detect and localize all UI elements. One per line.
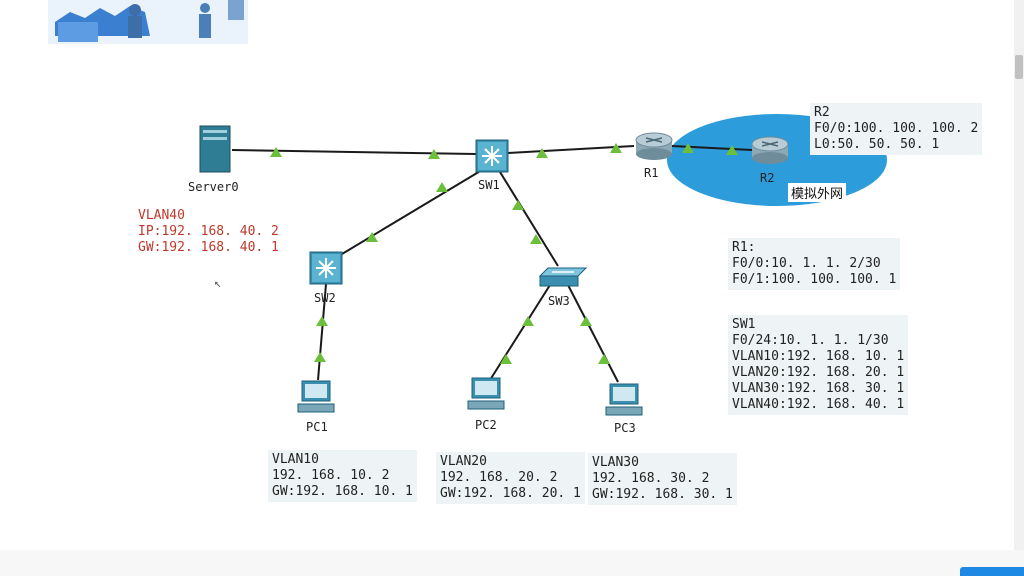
status-arrow (598, 354, 610, 364)
link-server0-sw1 (231, 149, 477, 155)
status-arrow (316, 316, 328, 326)
device-label-sw2: SW2 (314, 291, 336, 305)
link-sw3-pc2 (489, 284, 551, 381)
link-sw1-sw2 (341, 169, 483, 255)
cloud-label: 模拟外网 (788, 183, 847, 202)
multilayer-switch-icon[interactable] (475, 139, 509, 173)
status-arrow (530, 234, 542, 244)
status-arrow (500, 354, 512, 364)
status-arrow (314, 352, 326, 362)
pc-icon[interactable] (467, 377, 505, 410)
pc-icon[interactable] (605, 383, 643, 416)
vertical-scrollbar[interactable] (1014, 0, 1024, 550)
link-sw1-r1 (507, 145, 635, 154)
status-arrow (436, 182, 448, 192)
link-status-indicators (270, 143, 738, 364)
device-label-r1: R1 (644, 166, 659, 180)
status-arrow (270, 147, 282, 157)
status-arrow (512, 200, 524, 210)
status-arrow (536, 148, 548, 158)
link-sw1-sw3 (499, 171, 559, 267)
device-label-r2: R2 (760, 171, 775, 185)
status-arrow (522, 316, 534, 326)
bottom-bar (0, 550, 1024, 576)
device-label-pc1: PC1 (306, 420, 328, 434)
device-label-sw1: SW1 (478, 178, 500, 192)
status-arrow (726, 145, 738, 155)
status-arrow (366, 232, 378, 242)
device-label-pc3: PC3 (614, 421, 636, 435)
status-arrow (682, 143, 694, 153)
mouse-cursor-icon: ↖ (214, 276, 222, 290)
status-arrow (580, 316, 592, 326)
status-arrow (610, 143, 622, 153)
multilayer-switch-icon[interactable] (309, 251, 343, 285)
link-sw3-pc3 (567, 284, 619, 383)
scrollbar-thumb[interactable] (1015, 55, 1023, 79)
banner-graphic (48, 0, 248, 44)
pc-icon[interactable] (297, 380, 335, 413)
router-icon[interactable] (635, 132, 673, 160)
status-arrow (428, 149, 440, 159)
switch-icon[interactable] (538, 267, 588, 287)
corner-button[interactable] (960, 567, 1024, 576)
router-icon[interactable] (751, 136, 789, 164)
link-sw2-pc1 (317, 283, 327, 381)
device-label-sw3: SW3 (548, 294, 570, 308)
device-label-pc2: PC2 (475, 418, 497, 432)
links (231, 145, 753, 383)
server-icon[interactable] (199, 125, 231, 173)
link-r1-r2 (671, 145, 753, 151)
device-label-server0: Server0 (188, 180, 239, 194)
